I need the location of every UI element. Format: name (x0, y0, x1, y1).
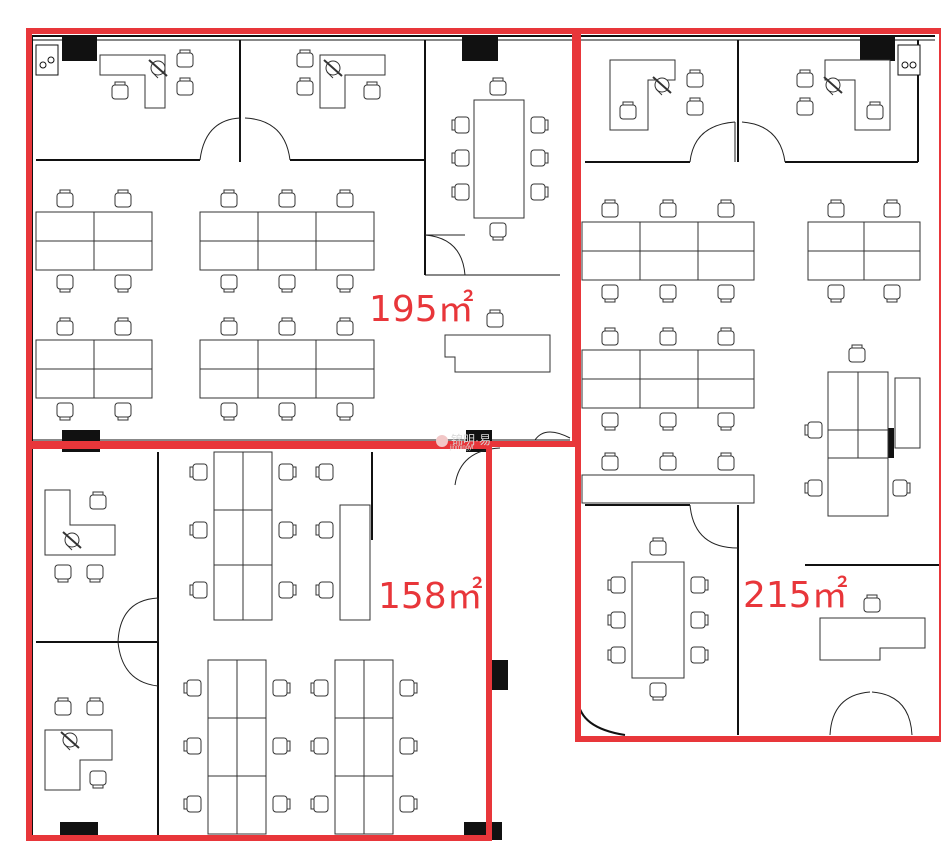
reception-desk-right (819, 594, 926, 661)
office-desk-tl-1 (99, 49, 194, 109)
watermark-logo-icon (436, 434, 448, 447)
workstations-bl-top (189, 451, 371, 621)
area-label-195: 195㎡ (369, 289, 474, 330)
zone-215-border (575, 28, 941, 742)
meeting-table-right (607, 537, 709, 701)
workstations-tr (581, 199, 921, 504)
watermark: 锦明·易 jinmingyi (436, 431, 491, 451)
office-desk-tr-2 (796, 59, 891, 131)
office-desk-bl-2 (44, 697, 113, 791)
meeting-table-top (451, 77, 549, 241)
outlet-icon (35, 44, 921, 76)
office-desk-bl-1 (44, 489, 116, 583)
zone-borders (26, 28, 941, 841)
area-label-158: 158㎡ (378, 576, 483, 617)
workstations-tl (35, 189, 375, 421)
office-desk-tl-2 (296, 49, 386, 109)
reception-desk-center (444, 309, 551, 373)
workstations-tr-vertical (804, 344, 921, 517)
office-desk-tr-1 (609, 59, 704, 131)
area-label-215: 215㎡ (743, 575, 848, 616)
zone-158-border (26, 443, 492, 841)
doors (117, 117, 913, 736)
workstations-bl-bottom (183, 659, 418, 835)
